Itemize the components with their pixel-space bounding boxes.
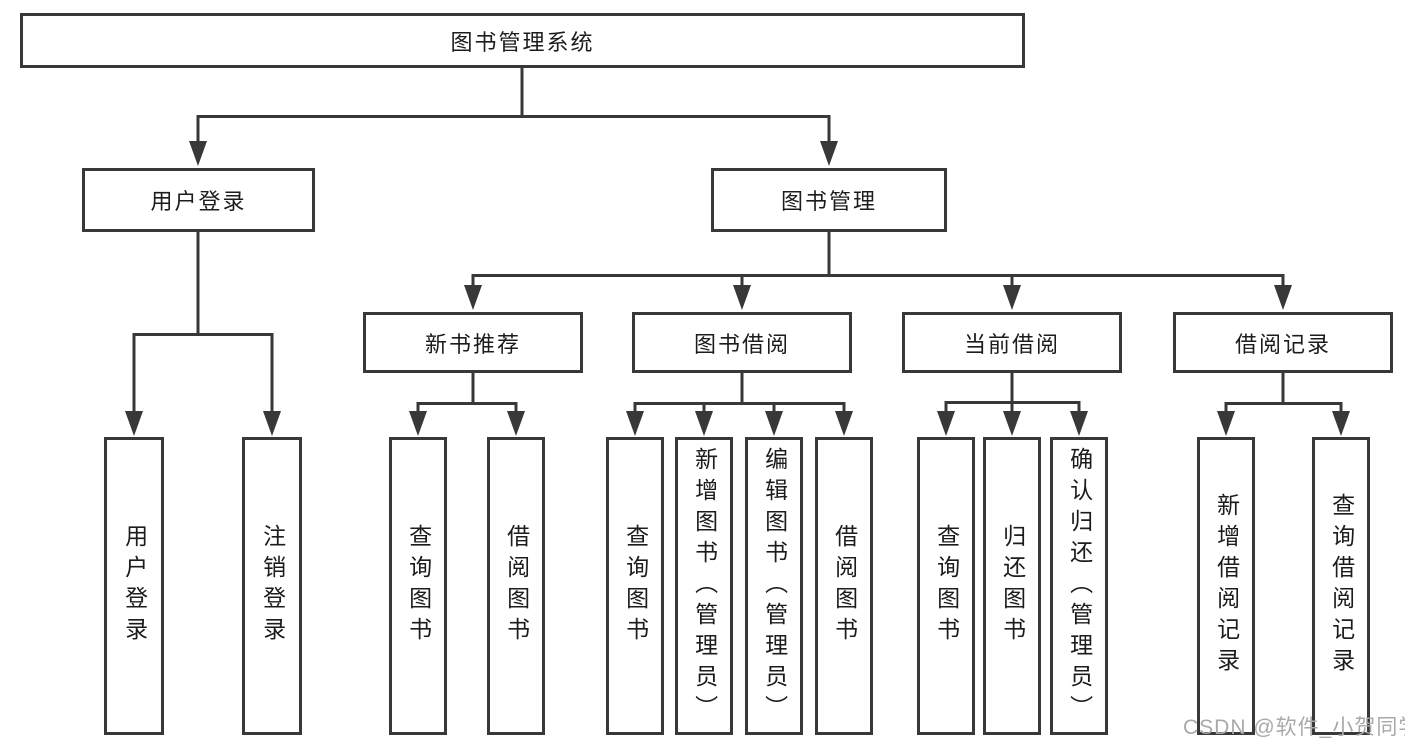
csdn-watermark: CSDN @软件_小贺同学: [1183, 716, 1405, 739]
arrowhead-down-icon: [409, 411, 427, 436]
node-book-borrowing-label: 图书借阅: [693, 331, 790, 357]
arrowhead-down-icon: [1003, 411, 1021, 436]
leaf-current-query-books-label: 查询图书: [933, 524, 960, 648]
node-book-borrowing: 图书借阅: [632, 312, 852, 373]
tree-edges: [132, 68, 1343, 414]
leaf-records-add-record: 新增借阅记录: [1197, 437, 1255, 735]
arrowhead-down-icon: [695, 411, 713, 436]
arrowhead-down-icon: [1332, 411, 1350, 436]
leaf-borrowing-add-books-admin-label: 新增图书（管理员）: [691, 446, 718, 726]
node-current-borrowing: 当前借阅: [902, 312, 1122, 373]
edge-borrowing-branch: [633, 373, 846, 414]
arrowhead-down-icon: [464, 285, 482, 310]
leaf-logout-label: 注销登录: [259, 524, 286, 648]
node-current-borrowing-label: 当前借阅: [963, 331, 1060, 357]
node-user-login-label: 用户登录: [150, 189, 247, 214]
arrowhead-down-icon: [626, 411, 644, 436]
edge-newbook-branch: [416, 373, 518, 414]
arrowhead-down-icon: [765, 411, 783, 436]
arrowheads: [125, 141, 1350, 436]
edge-records-branch: [1224, 373, 1343, 414]
arrowhead-down-icon: [125, 411, 143, 436]
leaf-records-query-record-label: 查询借阅记录: [1328, 493, 1355, 679]
arrowhead-down-icon: [263, 411, 281, 436]
leaf-current-confirm-return-admin-label: 确认归还（管理员）: [1066, 446, 1093, 726]
node-new-book-recommendation-label: 新书推荐: [424, 331, 521, 357]
leaf-borrowing-borrow-books: 借阅图书: [815, 437, 873, 735]
leaf-borrowing-edit-books-admin-label: 编辑图书（管理员）: [761, 446, 788, 726]
leaf-user-login-label: 用户登录: [121, 524, 148, 648]
node-borrowing-records: 借阅记录: [1173, 312, 1393, 373]
node-borrowing-records-label: 借阅记录: [1234, 331, 1331, 357]
node-new-book-recommendation: 新书推荐: [363, 312, 583, 373]
leaf-newbook-query-books-label: 查询图书: [405, 524, 432, 648]
leaf-current-return-books: 归还图书: [983, 437, 1041, 735]
leaf-newbook-query-books: 查询图书: [389, 437, 447, 735]
arrowhead-down-icon: [820, 141, 838, 166]
arrowhead-down-icon: [507, 411, 525, 436]
arrowhead-down-icon: [1003, 285, 1021, 310]
leaf-newbook-borrow-books: 借阅图书: [487, 437, 545, 735]
leaf-borrowing-add-books-admin: 新增图书（管理员）: [675, 437, 733, 735]
arrowhead-down-icon: [1274, 285, 1292, 310]
leaf-current-confirm-return-admin: 确认归还（管理员）: [1050, 437, 1108, 735]
leaf-records-query-record: 查询借阅记录: [1312, 437, 1370, 735]
node-root-label: 图书管理系统: [450, 29, 595, 55]
leaf-current-query-books: 查询图书: [917, 437, 975, 735]
edge-level2-branch: [196, 115, 831, 144]
node-book-management-label: 图书管理: [780, 189, 877, 214]
arrowhead-down-icon: [189, 141, 207, 166]
leaf-newbook-borrow-books-label: 借阅图书: [503, 524, 530, 648]
leaf-current-return-books-label: 归还图书: [999, 524, 1026, 648]
leaf-logout: 注销登录: [242, 437, 302, 735]
arrowhead-down-icon: [733, 285, 751, 310]
node-user-login: 用户登录: [82, 168, 315, 232]
arrowhead-down-icon: [1070, 411, 1088, 436]
leaf-borrowing-borrow-books-label: 借阅图书: [831, 524, 858, 648]
arrowhead-down-icon: [937, 411, 955, 436]
leaf-borrowing-query-books: 查询图书: [606, 437, 664, 735]
arrowhead-down-icon: [1217, 411, 1235, 436]
leaf-borrowing-edit-books-admin: 编辑图书（管理员）: [745, 437, 803, 735]
node-root: 图书管理系统: [20, 13, 1025, 68]
leaf-user-login: 用户登录: [104, 437, 164, 735]
edge-level3-branch: [471, 274, 1285, 288]
leaf-records-add-record-label: 新增借阅记录: [1213, 493, 1240, 679]
node-book-management: 图书管理: [711, 168, 947, 232]
leaf-borrowing-query-books-label: 查询图书: [622, 524, 649, 648]
edge-current-branch: [944, 373, 1081, 414]
arrowhead-down-icon: [835, 411, 853, 436]
edge-userlogin-branch: [132, 333, 274, 414]
